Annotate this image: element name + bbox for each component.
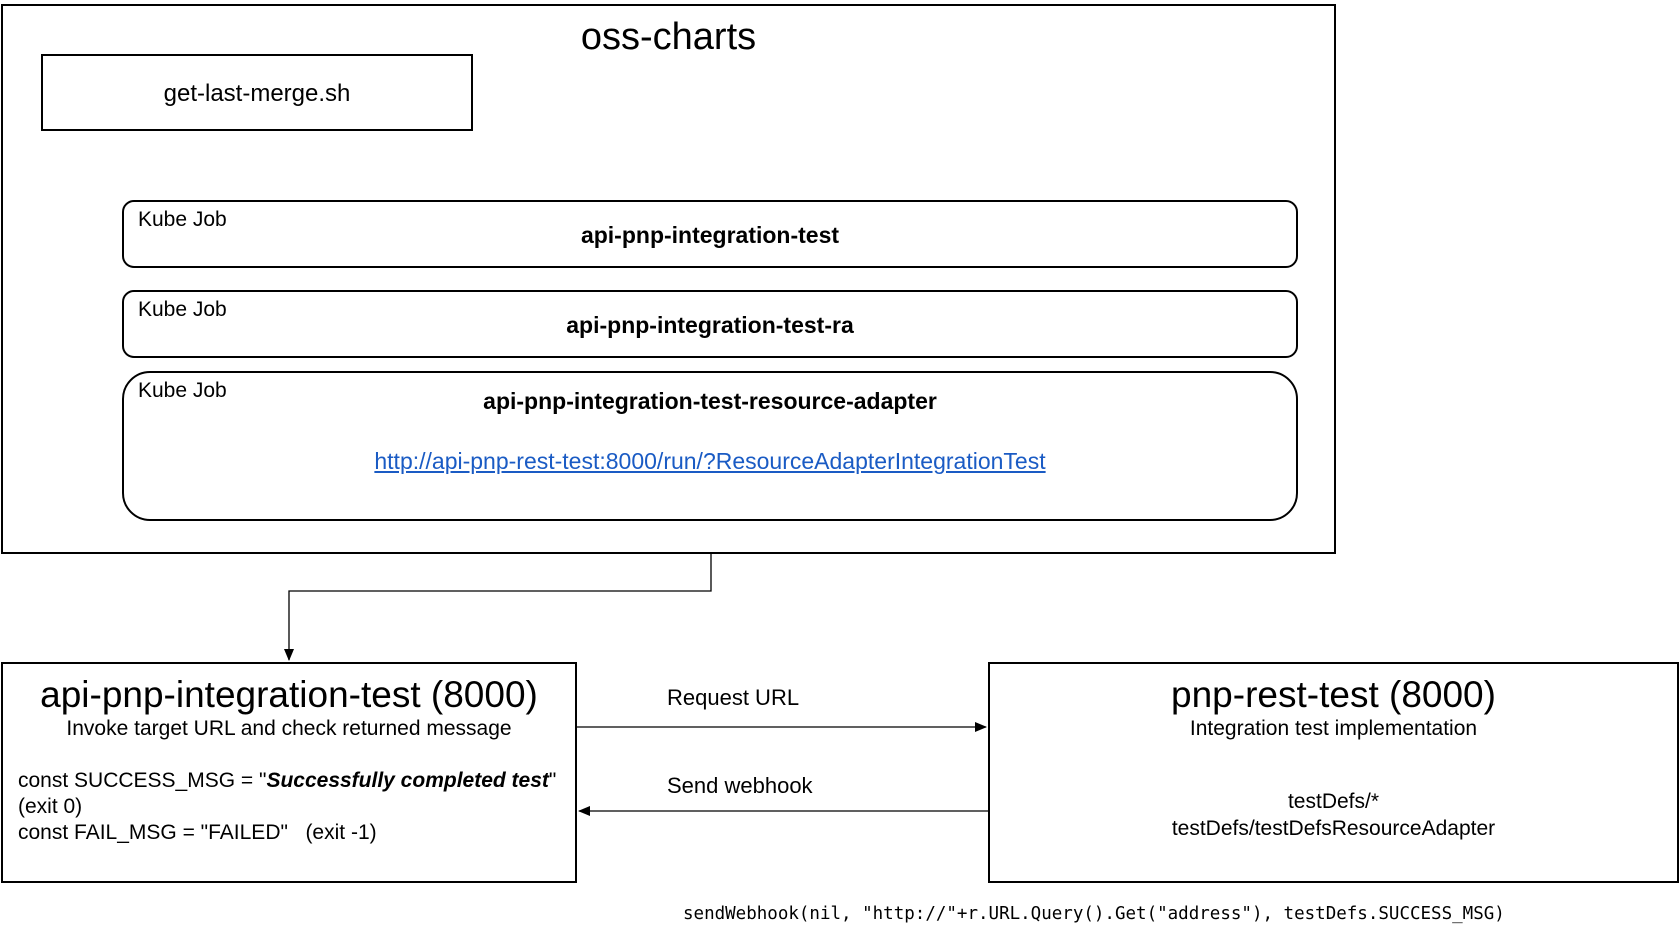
container-title: oss-charts bbox=[580, 16, 757, 58]
job-run-url-link[interactable]: http://api-pnp-rest-test:8000/run/?Resou… bbox=[374, 448, 1046, 474]
success-msg-value: Successfully completed test bbox=[266, 769, 549, 792]
kube-job-name: api-pnp-integration-test-resource-adapte… bbox=[483, 388, 937, 414]
send-webhook-code: sendWebhook(nil, "http://"+r.URL.Query()… bbox=[683, 904, 1505, 924]
fail-msg-line: const FAIL_MSG = "FAILED" (exit -1) bbox=[18, 821, 377, 844]
success-msg-suffix: " bbox=[548, 769, 557, 792]
success-msg-line: const SUCCESS_MSG = "Successfully comple… bbox=[18, 769, 556, 793]
script-label: get-last-merge.sh bbox=[163, 80, 351, 107]
kube-job-name: api-pnp-integration-test bbox=[580, 222, 840, 248]
send-webhook-label: Send webhook bbox=[667, 773, 813, 798]
test-defs-line-1: testDefs/* bbox=[1287, 790, 1380, 813]
success-msg-prefix: const SUCCESS_MSG = " bbox=[18, 769, 267, 792]
test-defs-line-2: testDefs/testDefsResourceAdapter bbox=[1171, 817, 1496, 840]
kube-job-3: Kube Job api-pnp-integration-test-resour… bbox=[122, 371, 1298, 521]
rest-service-subtitle: Integration test implementation bbox=[1189, 717, 1478, 740]
integration-service-title: api-pnp-integration-test (8000) bbox=[40, 674, 538, 715]
request-url-label: Request URL bbox=[667, 685, 800, 710]
script-box: get-last-merge.sh bbox=[41, 54, 473, 131]
kube-job-2: Kube Job api-pnp-integration-test-ra bbox=[122, 290, 1298, 358]
rest-service-box: pnp-rest-test (8000) Integration test im… bbox=[988, 662, 1679, 883]
integration-service-box: api-pnp-integration-test (8000) Invoke t… bbox=[1, 662, 577, 883]
kube-job-tag: Kube Job bbox=[138, 208, 227, 231]
integration-service-subtitle: Invoke target URL and check returned mes… bbox=[66, 717, 512, 740]
success-exit-code: (exit 0) bbox=[18, 795, 83, 818]
kube-job-tag: Kube Job bbox=[138, 379, 227, 402]
rest-service-title: pnp-rest-test (8000) bbox=[1171, 674, 1496, 715]
kube-job-tag: Kube Job bbox=[138, 298, 227, 321]
kube-job-1: Kube Job api-pnp-integration-test bbox=[122, 200, 1298, 268]
kube-job-name: api-pnp-integration-test-ra bbox=[566, 312, 854, 338]
